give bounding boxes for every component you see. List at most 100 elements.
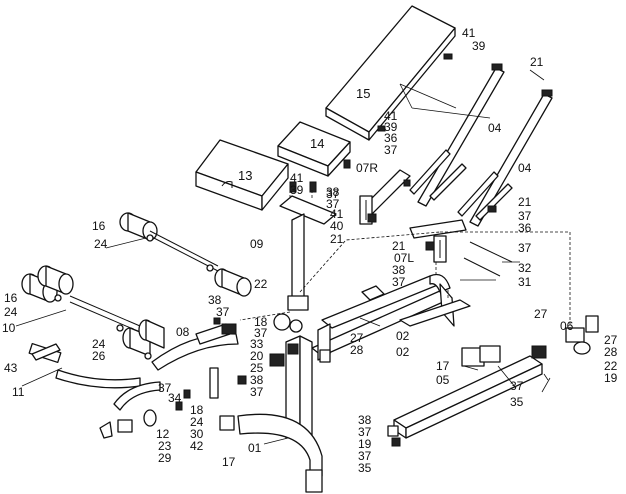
label-22b: 22 [604,359,618,373]
label-30: 30 [190,427,204,441]
label-38c: 38 [208,293,222,307]
label-16a: 16 [92,219,106,233]
label-41a: 41 [462,26,476,40]
label-22a: 22 [254,277,268,291]
base-01 [219,335,323,493]
label-02b: 02 [396,345,410,359]
label-17a: 17 [436,359,450,373]
label-19b: 19 [358,437,372,451]
label-27a: 27 [350,331,364,345]
label-37d: 37 [518,241,532,255]
label-37h: 37 [158,381,172,395]
label-28a: 28 [350,343,364,357]
label-18b: 18 [190,403,204,417]
label-43: 43 [4,361,18,375]
label-08: 08 [176,325,190,339]
label-35a: 35 [510,395,524,409]
label-27c: 27 [604,333,618,347]
label-39a: 39 [472,39,486,53]
label-34: 34 [168,391,182,405]
leg-lever-08 [151,323,239,399]
label-09: 09 [250,237,264,251]
label-28b: 28 [604,345,618,359]
label-25: 25 [250,361,264,375]
label-35b: 35 [358,461,372,475]
post-09 [279,195,337,311]
roller-set-top [119,212,252,297]
label-37a: 37 [384,143,398,157]
label-16b: 16 [4,291,18,305]
bracket-04-right [457,89,553,227]
leader-lines [15,69,551,445]
upright-07L [409,219,467,263]
label-41b: 41 [384,109,398,123]
label-39b: 39 [384,120,398,134]
label-24d: 24 [190,415,204,429]
label-37c: 37 [518,209,532,223]
label-11: 11 [12,385,25,399]
label-07R: 07R [356,161,378,175]
label-33: 33 [250,337,264,351]
label-38b: 38 [392,263,406,277]
label-14: 14 [310,136,324,151]
pad-13 [195,139,289,211]
spacer-parts-right [319,315,599,437]
label-32: 32 [518,261,532,275]
rods-31-32 [463,241,513,277]
label-04b: 04 [518,161,532,175]
label-37k: 37 [358,425,372,439]
bolts [54,53,497,447]
label-41d: 41 [330,207,344,221]
alignment-lines [239,190,571,418]
label-38e: 38 [358,413,372,427]
label-13: 13 [238,168,252,183]
pad-15 [325,5,456,141]
label-37f: 37 [216,305,230,319]
label-12: 12 [156,427,170,441]
pad-14 [277,121,351,177]
label-37l: 37 [358,449,372,463]
label-36b: 36 [518,221,532,235]
roller-set-bottom [21,265,165,357]
label-07L: 07L [394,251,414,265]
label-24b: 24 [4,305,18,319]
label-29: 29 [158,451,172,465]
label-21d: 21 [392,239,406,253]
label-41c: 41 [290,171,304,185]
label-15: 15 [356,86,370,101]
label-24a: 24 [94,237,108,251]
label-01: 01 [248,441,262,455]
label-37g: 37 [254,326,268,340]
label-19a: 19 [604,371,618,385]
bracket-04-left [409,63,505,207]
roller-tube-43 [31,343,61,361]
label-37j: 37 [510,379,524,393]
label-37e: 37 [392,275,406,289]
label-20: 20 [250,349,264,363]
main-frame-02 [311,273,471,361]
label-21c: 21 [518,195,532,209]
pop-pin-parts [99,409,157,439]
label-17b: 17 [222,455,236,469]
label-18a: 18 [254,315,268,329]
label-40: 40 [330,219,344,233]
label-37i: 37 [250,385,264,399]
callout-labels: 01 02 02 04 04 05 06 07R 07L 08 09 10 11… [2,26,618,475]
label-26: 26 [92,349,106,363]
label-27b: 27 [534,307,548,321]
label-23: 23 [158,439,172,453]
label-36a: 36 [384,131,398,145]
label-31: 31 [518,275,532,289]
label-05: 05 [436,373,450,387]
label-24c: 24 [92,337,106,351]
label-21a: 21 [530,55,544,69]
label-06: 06 [560,319,574,333]
label-21b: 21 [330,232,344,246]
label-38a: 38 [326,185,340,199]
label-39c: 39 [290,183,304,197]
label-02a: 02 [396,329,410,343]
label-04a: 04 [488,121,502,135]
label-38d: 38 [250,373,264,387]
label-37m: 37 [326,187,340,201]
